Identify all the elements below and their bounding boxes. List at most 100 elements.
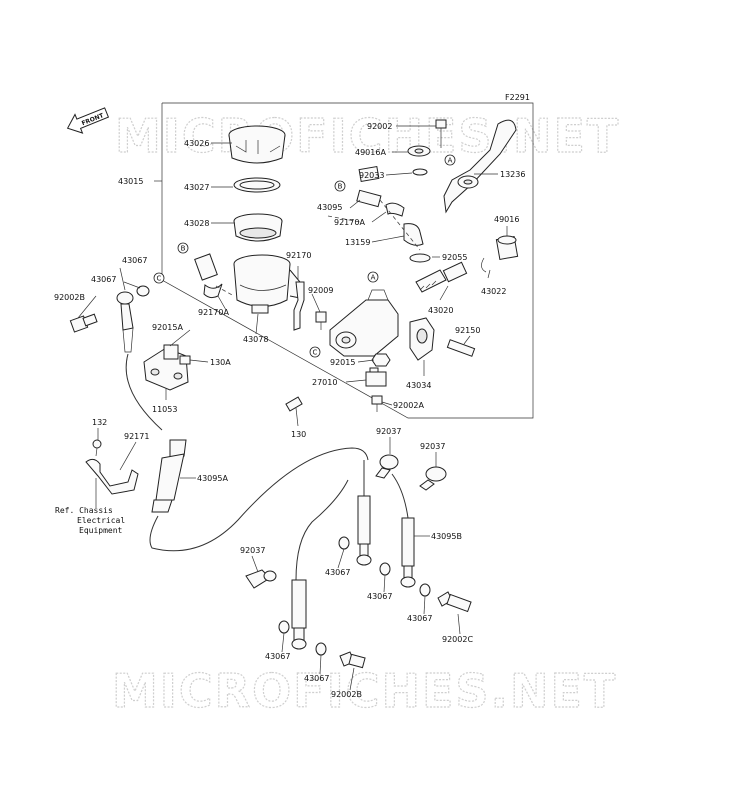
label-92033: 92033 [359, 171, 384, 180]
label-43026: 43026 [184, 139, 209, 148]
label-43020: 43020 [428, 306, 453, 315]
label-43027: 43027 [184, 183, 209, 192]
hose-joint-b-top [356, 165, 405, 217]
label-92037-b: 92037 [420, 442, 445, 451]
label-92171: 92171 [124, 432, 149, 441]
screw-92009 [315, 311, 327, 330]
clip-132 [92, 439, 102, 457]
reservoir-cap [228, 125, 286, 164]
figure-code: F2291 [505, 93, 530, 102]
label-49016: 49016 [494, 215, 519, 224]
washer-92033 [412, 168, 428, 176]
label-92037-a: 92037 [376, 427, 401, 436]
label-92055: 92055 [442, 253, 467, 262]
switch-27010 [365, 367, 387, 387]
clamp-43034 [409, 317, 435, 361]
part-labels: 43026 43015 43027 43028 92002 49016A 920… [54, 122, 525, 699]
watermark-bottom: MICROFICHES.NET [112, 664, 617, 718]
banjo-92037-b [419, 466, 447, 491]
screw-92002A [371, 395, 383, 412]
reservoir-body [233, 254, 301, 314]
washer-left-43067-a [136, 285, 150, 297]
label-43067-e: 43067 [407, 614, 432, 623]
hose-43095A [125, 353, 369, 552]
banjo-92037-c [245, 569, 277, 589]
label-43067-d: 43067 [367, 592, 392, 601]
label-43067-a: 43067 [122, 256, 147, 265]
assembly-outline [161, 102, 534, 419]
hose-13159 [403, 223, 424, 246]
label-92170: 92170 [286, 251, 311, 260]
label-11053: 11053 [152, 405, 177, 414]
label-13159: 13159 [345, 238, 370, 247]
callout-a-body: A [367, 271, 379, 283]
banjo-left-upper [116, 291, 134, 353]
grommet-92015A [163, 344, 179, 360]
ref-note: Ref. Chassis Electrical Equipment [55, 506, 125, 535]
front-arrow-icon: FRONT [66, 107, 110, 134]
hose-lower [291, 479, 349, 650]
dash-1 [327, 215, 361, 223]
label-43095A: 43095A [197, 474, 228, 483]
label-92170A-top: 92170A [334, 218, 365, 227]
label-43095: 43095 [317, 203, 342, 212]
reservoir-bracket [293, 281, 305, 331]
ref-note-line-2: Electrical [77, 516, 125, 525]
label-43028: 43028 [184, 219, 209, 228]
watermark-top: MICROFICHES.NET [115, 109, 620, 163]
bushing-49016A [407, 145, 431, 157]
label-92009: 92009 [308, 286, 333, 295]
dash-2 [215, 285, 235, 297]
bolt-92002B-bottom [339, 651, 366, 669]
svg-text:C: C [313, 349, 318, 357]
svg-text:A: A [448, 157, 453, 165]
label-43015: 43015 [118, 177, 143, 186]
bolt-92002B-left [69, 313, 98, 333]
label-92002C: 92002C [442, 635, 473, 644]
ref-note-line-1: Ref. Chassis [55, 506, 113, 515]
svg-text:A: A [371, 274, 376, 282]
label-92150: 92150 [455, 326, 480, 335]
bushing-49016 [495, 235, 519, 260]
svg-text:B: B [181, 245, 186, 253]
label-130: 130 [291, 430, 306, 439]
callout-c-left: C [153, 272, 165, 284]
label-43034: 43034 [406, 381, 431, 390]
label-92002B-left: 92002B [54, 293, 85, 302]
dash-3 [379, 199, 421, 251]
label-13236: 13236 [500, 170, 525, 179]
hose-43095B [356, 460, 416, 588]
bolt-130 [285, 396, 303, 412]
label-92002B-bottom: 92002B [331, 690, 362, 699]
label-43095B: 43095B [431, 532, 462, 541]
label-92037-c: 92037 [240, 546, 265, 555]
callout-b-left: B [177, 242, 189, 254]
label-130A: 130A [210, 358, 231, 367]
callout-c-body: C [309, 346, 321, 358]
brake-lever [443, 119, 517, 214]
banjo-92037-a [375, 454, 399, 479]
piston-assembly [415, 261, 468, 293]
label-43022: 43022 [481, 287, 506, 296]
leader-lines [77, 125, 508, 691]
clamp-92171 [85, 458, 139, 495]
label-92170A-mid: 92170A [198, 308, 229, 317]
label-43067-f: 43067 [265, 652, 290, 661]
label-43067-b: 43067 [91, 275, 116, 284]
ref-note-line-3: Equipment [79, 526, 123, 535]
bolt-92002C [437, 591, 472, 613]
svg-text:C: C [157, 275, 162, 283]
reservoir-diaphragm [233, 213, 283, 242]
label-27010: 27010 [312, 378, 337, 387]
nut-92015 [371, 353, 391, 367]
label-43067-g: 43067 [304, 674, 329, 683]
screw-130A [179, 355, 191, 365]
label-132: 132 [92, 418, 107, 427]
cap-diaphragm-plate [233, 177, 281, 193]
label-92002A: 92002A [393, 401, 424, 410]
label-43078: 43078 [243, 335, 268, 344]
washers-right [338, 536, 431, 597]
bolt-92002 [435, 119, 447, 148]
label-92015A: 92015A [152, 323, 183, 332]
label-49016A: 49016A [355, 148, 386, 157]
